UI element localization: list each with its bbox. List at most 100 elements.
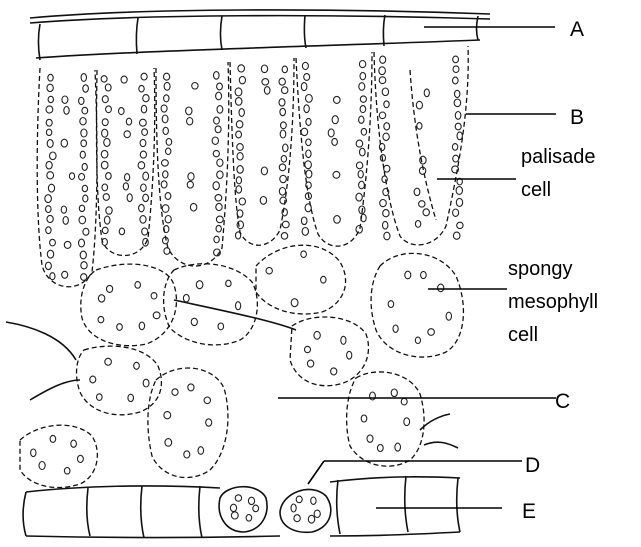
chloroplast xyxy=(119,228,124,235)
chloroplast xyxy=(306,95,313,103)
chloroplast xyxy=(332,138,338,145)
chloroplast xyxy=(46,129,51,135)
chloroplast xyxy=(420,156,426,164)
chloroplast xyxy=(141,184,147,191)
chloroplast xyxy=(414,188,420,195)
chloroplast xyxy=(78,455,84,462)
chloroplast xyxy=(81,140,87,147)
chloroplast xyxy=(424,89,429,97)
chloroplast xyxy=(404,418,410,426)
labels: A B palisade cell spongy mesophyll cell … xyxy=(508,18,598,523)
chloroplast xyxy=(237,153,243,160)
chloroplast xyxy=(191,318,197,325)
chloroplast xyxy=(214,72,220,80)
chloroplast xyxy=(141,73,147,80)
chloroplast xyxy=(453,155,459,162)
chloroplast xyxy=(71,440,77,447)
chloroplast xyxy=(359,83,365,91)
chloroplast xyxy=(80,118,86,125)
chloroplast xyxy=(379,77,386,84)
label-spongy-line1: spongy xyxy=(508,258,573,280)
chloroplast xyxy=(47,172,54,179)
chloroplast xyxy=(301,251,307,258)
chloroplast xyxy=(301,128,308,135)
chloroplast xyxy=(333,171,340,178)
chloroplast xyxy=(328,129,334,137)
chloroplast xyxy=(237,210,243,217)
chloroplast xyxy=(360,106,366,113)
chloroplast xyxy=(82,107,88,114)
chloroplast xyxy=(47,140,53,148)
chloroplast xyxy=(379,112,385,119)
chloroplast xyxy=(236,302,241,310)
chloroplast xyxy=(50,435,56,442)
chloroplast xyxy=(301,83,307,91)
chloroplast xyxy=(280,130,286,138)
chloroplast xyxy=(281,122,287,129)
label-palisade-line2: cell xyxy=(521,179,551,201)
chloroplast xyxy=(217,83,223,90)
chloroplast xyxy=(291,299,298,307)
chloroplast xyxy=(307,360,313,367)
chloroplast xyxy=(383,210,389,217)
chloroplast xyxy=(45,195,52,203)
chloroplast xyxy=(334,96,341,103)
chloroplast xyxy=(48,184,54,192)
chloroplast xyxy=(359,181,365,189)
chloroplast xyxy=(102,129,108,137)
chloroplast xyxy=(334,216,341,224)
chloroplast xyxy=(186,107,192,115)
label-c: C xyxy=(555,390,570,413)
chloroplast xyxy=(204,397,210,404)
chloroplast xyxy=(455,90,460,97)
chloroplast xyxy=(384,123,390,130)
chloroplast xyxy=(79,205,84,211)
chloroplast xyxy=(215,126,221,133)
chloroplast xyxy=(161,181,167,188)
chloroplast xyxy=(81,274,87,281)
chloroplast xyxy=(308,515,314,523)
chloroplast xyxy=(213,150,219,156)
chloroplast xyxy=(314,331,320,339)
chloroplast xyxy=(302,62,308,69)
chloroplast xyxy=(103,194,109,201)
chloroplast xyxy=(218,323,224,330)
chloroplast xyxy=(453,66,459,73)
chloroplast xyxy=(140,151,146,158)
chloroplast xyxy=(139,322,144,330)
chloroplast xyxy=(142,129,148,136)
chloroplast xyxy=(239,198,245,205)
chloroplast xyxy=(360,96,366,102)
chloroplast xyxy=(291,504,296,512)
chloroplast xyxy=(294,515,300,522)
chloroplast xyxy=(101,150,108,158)
chloroplast xyxy=(280,175,287,182)
label-spongy-line2: mesophyll xyxy=(508,291,598,313)
chloroplast xyxy=(217,171,223,179)
chloroplast xyxy=(102,119,108,126)
chloroplast xyxy=(236,131,242,138)
chloroplast xyxy=(248,497,254,504)
chloroplast xyxy=(456,198,462,206)
chloroplast xyxy=(395,443,401,451)
label-b: B xyxy=(570,106,584,129)
chloroplast xyxy=(143,95,149,102)
chloroplast xyxy=(281,233,287,240)
upper-epidermis xyxy=(30,10,490,60)
chloroplast xyxy=(423,209,429,216)
chloroplast xyxy=(456,187,462,195)
chloroplast xyxy=(321,276,326,283)
chloroplast xyxy=(48,96,53,102)
chloroplast xyxy=(236,121,243,128)
chloroplast xyxy=(47,250,53,258)
chloroplast xyxy=(45,262,51,269)
chloroplast xyxy=(438,284,444,292)
chloroplast xyxy=(121,76,127,83)
chloroplast xyxy=(128,394,134,401)
chloroplast xyxy=(101,76,107,82)
chloroplast xyxy=(358,171,363,178)
chloroplast xyxy=(280,108,286,115)
chloroplast xyxy=(39,462,45,470)
chloroplast xyxy=(237,221,243,229)
